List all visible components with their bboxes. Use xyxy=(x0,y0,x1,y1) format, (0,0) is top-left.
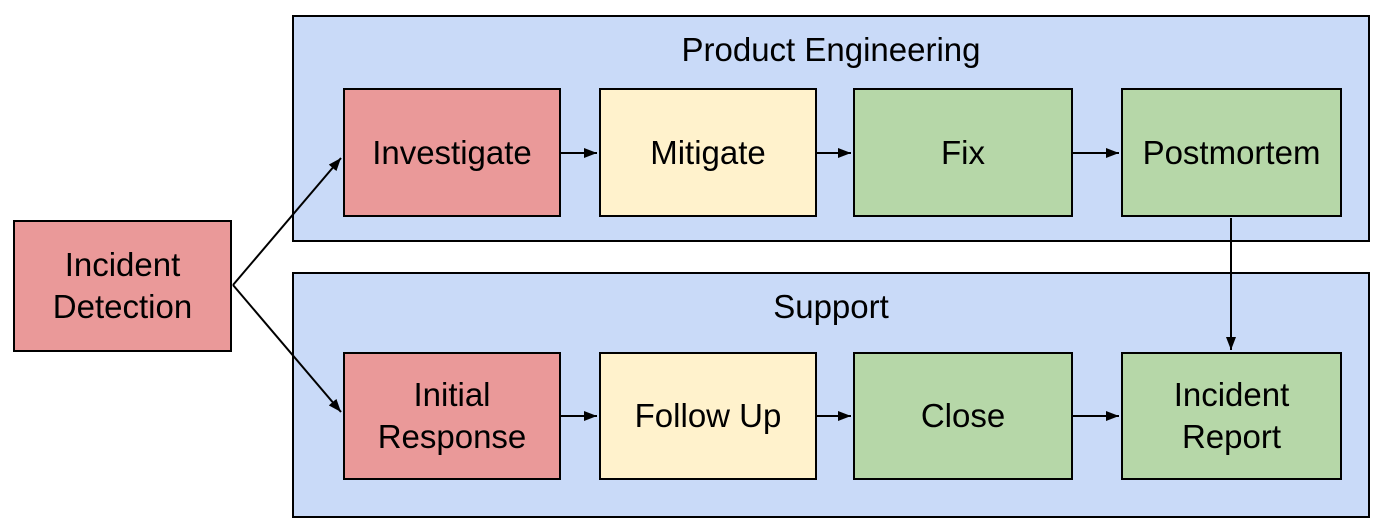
node-incident-report: Incident Report xyxy=(1121,352,1342,480)
node-close: Close xyxy=(853,352,1073,480)
node-investigate: Investigate xyxy=(343,88,561,217)
lane-title-support: Support xyxy=(773,288,889,325)
node-follow-up: Follow Up xyxy=(599,352,817,480)
lane-title-product-engineering: Product Engineering xyxy=(681,31,981,68)
node-initial-response: Initial Response xyxy=(343,352,561,480)
node-mitigate: Mitigate xyxy=(599,88,817,217)
node-incident-detection: Incident Detection xyxy=(13,220,232,352)
node-fix: Fix xyxy=(853,88,1073,217)
node-postmortem: Postmortem xyxy=(1121,88,1342,217)
